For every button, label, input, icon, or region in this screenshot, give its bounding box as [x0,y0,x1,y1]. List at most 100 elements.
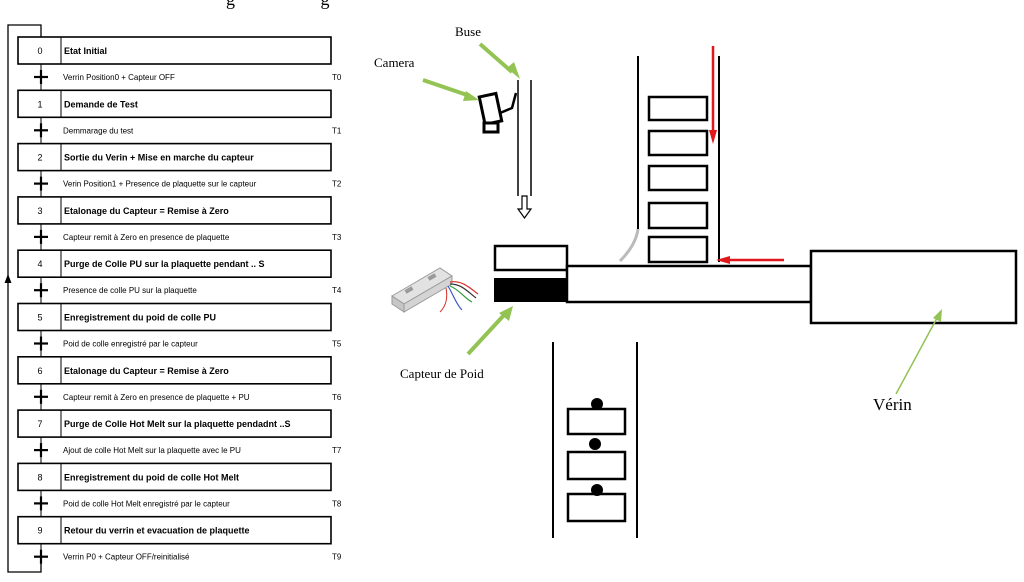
grafcet-step: 8 Enregistrement du poid de colle Hot Mel… [17,462,332,492]
transition-label: Poid de colle Hot Melt enregistré par le… [63,499,230,508]
left-arrow-icon [716,256,730,264]
step-number: 5 [37,313,42,323]
plate-on-sensor [493,244,569,272]
verin-rod [565,264,813,304]
transition-id: T2 [332,180,342,189]
transition-id: T1 [332,126,342,135]
step-number: 2 [37,153,42,163]
step-label: Retour du verrin et evacuation de plaque… [64,526,250,536]
grafcet-step: 1 Demande de Test [17,89,332,119]
step-label: Purge de Colle Hot Melt sur la plaquette… [64,419,291,429]
stacked-plate [647,164,709,192]
machine-schematic: Buse Camera Capteur de Poid Vérin [374,24,1018,538]
nozzle-down-arrow-icon [516,195,533,220]
capteur-de-poid-sensor [494,278,567,302]
grafcet-step: 0 Etat Initial [17,36,332,65]
step-label: Demande de Test [64,99,138,109]
step-label: Enregistrement du poid de colle Hot Melt [64,472,239,482]
transition-id: T0 [332,73,342,82]
camera-icon [477,91,518,134]
pointer-arrowhead [507,62,520,79]
transition-label: Verrin P0 + Capteur OFF/reinitialisé [63,553,190,562]
grafcet-transition: Poid de colle Hot Melt enregistré par le… [34,496,342,511]
pointer-arrowhead [499,306,513,321]
grafcet-loop-back-line [7,24,42,573]
transition-label: Verrin Position0 + Capteur OFF [63,73,175,82]
step-number: 1 [37,99,42,109]
grafcet-transition: Poid de colle enregistré par le capteur T… [34,336,342,351]
grafcet-step: 3 Etalonage du Capteur = Remise à Zero [17,196,332,225]
transition-label: Presence de colle PU sur la plaquette [63,286,197,295]
step-number: 6 [37,366,42,376]
transition-label: Verin Position1 + Presence de plaquette … [63,180,257,189]
stacked-plate [647,201,709,230]
glue-drop [589,438,601,450]
step-box [17,249,332,278]
capteur-de-poid-label: Capteur de Poid [400,366,484,381]
step-number: 8 [37,472,42,482]
step-number: 9 [37,526,42,536]
step-box [17,196,332,225]
step-number: 7 [37,419,42,429]
label-pointer-arrows [422,42,942,395]
step-label: Etalonage du Capteur = Remise à Zero [64,366,229,376]
transition-id: T5 [332,340,342,349]
transition-id: T3 [332,233,342,242]
transition-label: Capteur remit à Zero en presence de plaq… [63,233,230,242]
grafcet-step: 6 Etalonage du Capteur = Remise à Zero [17,355,332,385]
step-number: 0 [37,46,42,56]
step-box [17,515,332,545]
grafcet-step: 7 Purge de Colle Hot Melt sur la plaquett… [17,409,332,438]
lower-magazine [552,342,638,538]
step-box [17,355,332,385]
transition-label: Demmarage du test [63,126,134,135]
step-box [17,409,332,438]
glue-drop [591,398,603,410]
buse-label: Buse [455,24,481,39]
pointer-arrowhead [933,309,942,322]
grafcet-transition: Verrin Position0 + Capteur OFF T0 [34,70,342,84]
step-box [17,462,332,492]
finished-plate [566,492,627,523]
transition-label: Ajout de colle Hot Melt sur la plaquette… [63,446,241,455]
upper-magazine [618,56,720,264]
transition-label: Capteur remit à Zero en presence de plaq… [63,393,250,402]
glue-drop [591,484,603,496]
transition-id: T7 [332,446,342,455]
step-box [17,89,332,119]
verin-label: Vérin [873,395,912,414]
stacked-plate [647,129,709,157]
step-box [17,142,332,172]
guide-rail [618,228,640,263]
step-number: 3 [37,206,42,216]
step-label: Etat Initial [64,46,107,56]
load-cell-image [391,267,479,313]
step-number: 4 [37,259,42,269]
red-flow-arrows [709,46,784,264]
camera-label: Camera [374,55,415,70]
down-arrow-icon [709,130,717,144]
title-fragment: g g [226,0,330,9]
grafcet-transition: Verin Position1 + Presence de plaquette … [34,176,342,191]
finished-plate [566,450,627,481]
loop-back-arrowhead [4,274,12,283]
verin-cylinder [809,249,1018,325]
stacked-plate [647,235,709,264]
step-box [17,36,332,65]
grafcet-transition: Demmarage du test T1 [34,123,342,138]
step-label: Etalonage du Capteur = Remise à Zero [64,206,229,216]
grafcet-transition: Ajout de colle Hot Melt sur la plaquette… [34,443,342,458]
transition-label: Poid de colle enregistré par le capteur [63,340,198,349]
grafcet-transition: Capteur remit à Zero en presence de plaq… [34,229,342,244]
transition-id: T8 [332,499,342,508]
grafcet-step: 9 Retour du verrin et evacuation de plaqu… [17,515,332,545]
pointer-arrowhead [463,91,479,101]
buse-nozzle [516,80,533,220]
